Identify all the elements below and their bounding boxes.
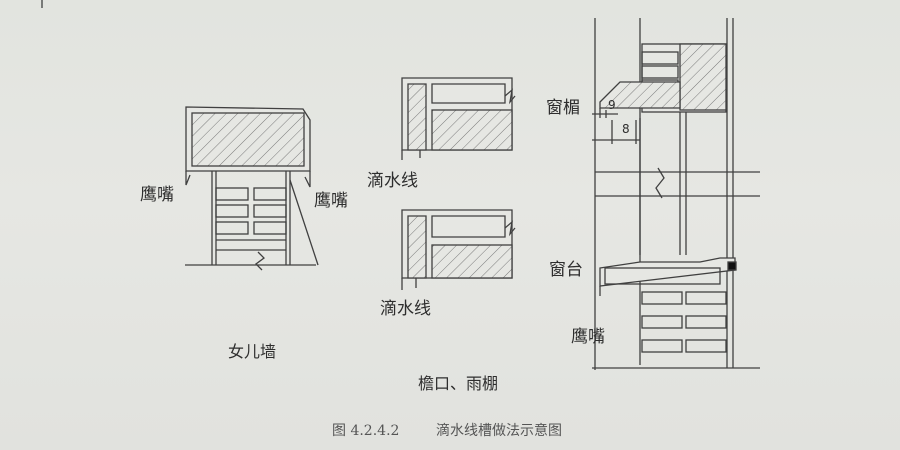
parapet-eave-left-label: 鹰嘴	[140, 185, 174, 205]
parapet-break	[255, 251, 265, 271]
brick	[253, 204, 287, 218]
dim-9-label: 9	[608, 98, 616, 112]
brick	[215, 187, 249, 201]
window-detail	[592, 18, 760, 370]
figure-number: 图 4.2.4.2	[332, 423, 400, 439]
brick	[253, 221, 287, 235]
eaves-lower-detail	[401, 209, 516, 290]
drip-line-label-upper: 滴水线	[367, 171, 418, 191]
dim-8-label: 8	[622, 122, 630, 136]
eaves-title: 檐口、雨棚	[418, 374, 499, 393]
window-eave-label: 鹰嘴	[571, 327, 605, 347]
figure-title: 滴水线槽做法示意图	[436, 423, 562, 439]
window-sill-label: 窗台	[549, 260, 583, 280]
window-lintel	[599, 81, 681, 109]
eaves-upper-detail	[401, 77, 516, 160]
parapet-eave-right-label: 鹰嘴	[314, 191, 348, 211]
brick	[215, 221, 249, 235]
parapet-drip-left	[185, 171, 191, 186]
window-sill	[599, 257, 736, 287]
parapet-drip-right	[304, 171, 311, 188]
parapet-title: 女儿墙	[228, 342, 277, 361]
drip-line-label-lower: 滴水线	[380, 299, 431, 319]
brick	[253, 187, 287, 201]
parapet-coping-hatch	[191, 112, 305, 167]
window-lintel-label: 窗楣	[546, 98, 580, 118]
brick	[215, 204, 249, 218]
parapet-detail	[185, 106, 319, 271]
